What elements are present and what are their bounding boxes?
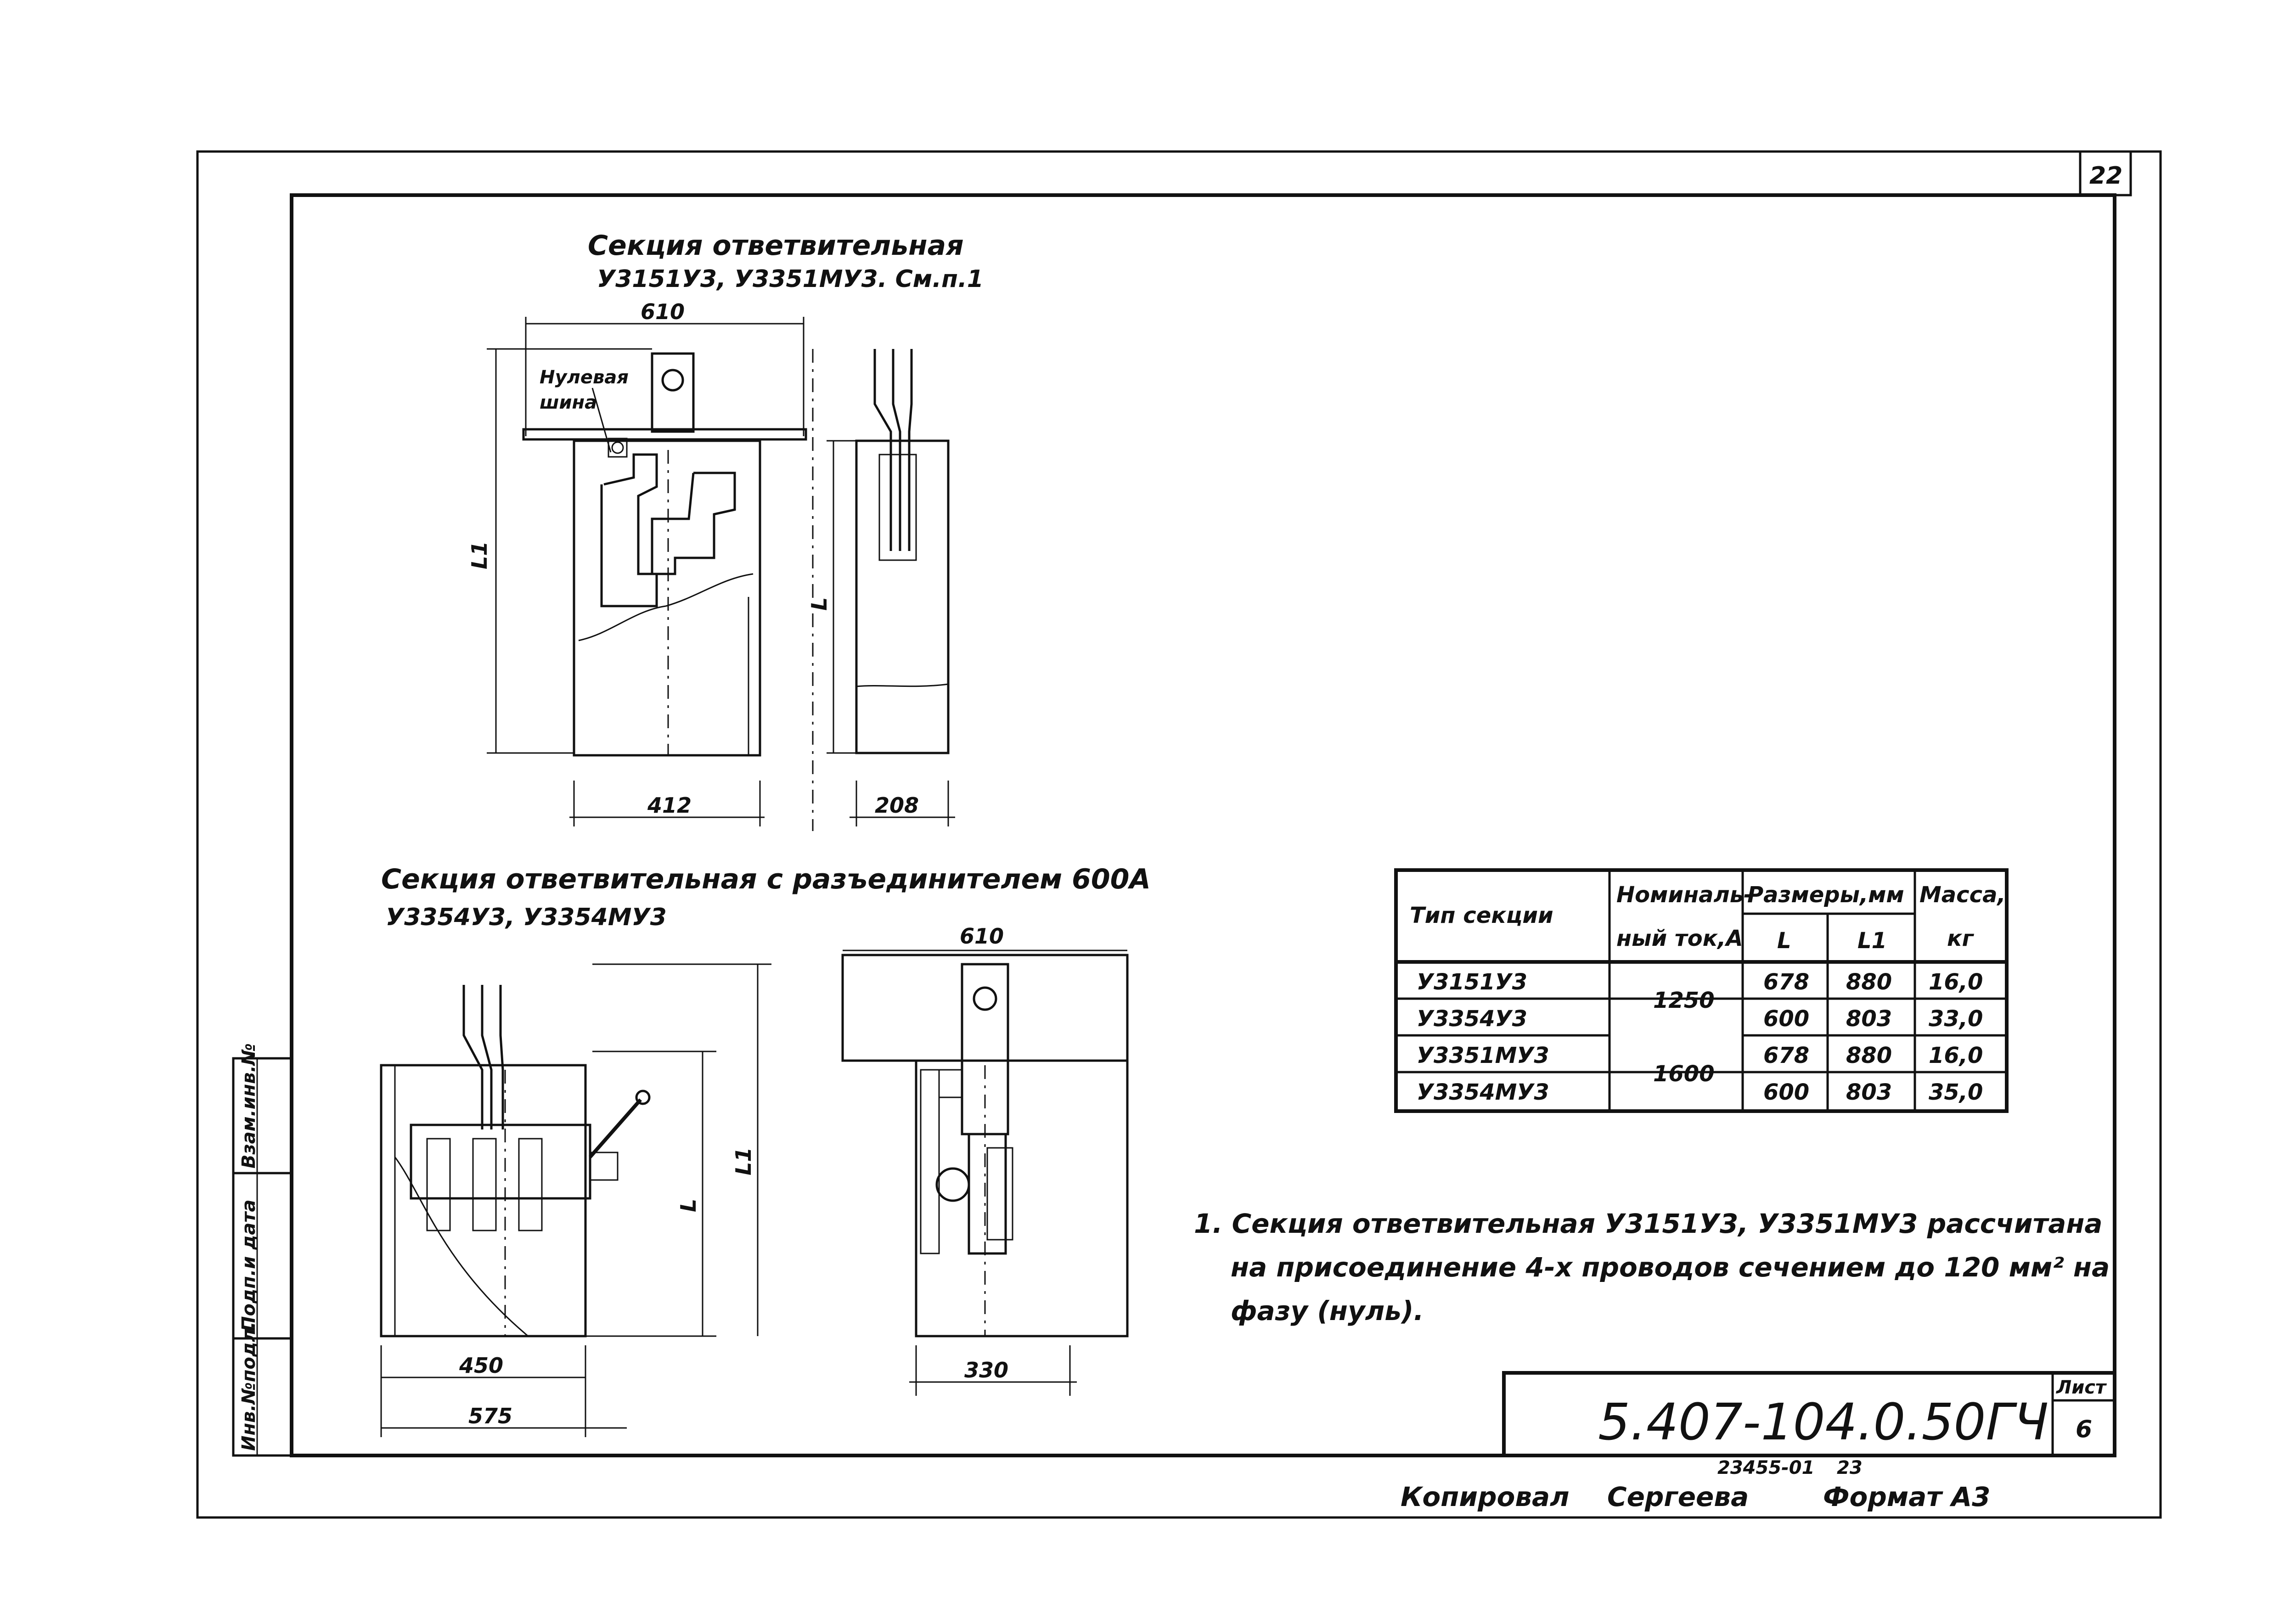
section1-side-view: L 208 <box>807 349 955 831</box>
s2-dim-L1: L1 <box>731 1147 756 1175</box>
table-row-2-type: У3354У3 <box>1417 1006 1527 1032</box>
inner-frame <box>290 193 2116 1457</box>
corner-number: 22 <box>2089 162 2122 190</box>
th-type: Тип секции <box>1410 903 1553 928</box>
sheet-number: 6 <box>2076 1416 2092 1443</box>
table-row-2-mass: 33,0 <box>1929 1006 1983 1032</box>
spec-table: Тип секции Номиналь- ный ток,А Размеры,м… <box>1394 868 2009 1113</box>
table-row-4-L1: 803 <box>1846 1079 1892 1105</box>
table-row-2-L1: 803 <box>1846 1006 1892 1032</box>
table-row-1-L1: 880 <box>1846 969 1892 995</box>
th-mass-1: Масса, <box>1919 882 2006 908</box>
outer-frame <box>196 150 2162 1519</box>
th-mass-2: кг <box>1947 926 1975 951</box>
s2-dim-450: 450 <box>459 1353 503 1378</box>
table-row-4-type: У3354МУ3 <box>1417 1079 1549 1105</box>
table-row-2-L: 600 <box>1763 1006 1809 1032</box>
table-row-3-L1: 880 <box>1846 1043 1892 1068</box>
format-label: Формат А3 <box>1823 1481 1990 1512</box>
s2-dim-575: 575 <box>468 1404 512 1428</box>
corner-number-box <box>2079 150 2132 197</box>
note-line-2: на присоединение 4-х проводов сечением д… <box>1231 1252 2110 1283</box>
table-row-3-mass: 16,0 <box>1929 1043 1983 1068</box>
th-current-2: ный ток,А <box>1616 926 1743 951</box>
s1-dim-208: 208 <box>875 793 919 818</box>
s2-dim-610: 610 <box>960 924 1004 949</box>
stamp-replace-inv: Взам.инв.№ <box>238 1043 259 1169</box>
section1-title: Секция ответвительная <box>588 230 964 262</box>
archive-page: 23 <box>1837 1457 1863 1478</box>
th-L1: L1 <box>1857 928 1887 954</box>
copied-name: Сергеева <box>1607 1481 1749 1512</box>
s1-dim-L: L <box>807 597 832 611</box>
section2-subtitle: У3354У3, У3354МУ3 <box>386 904 667 931</box>
stamp-inv-no: Инв.№подл. <box>238 1321 259 1451</box>
table-current-1250: 1250 <box>1653 988 1715 1013</box>
th-L: L <box>1777 928 1791 954</box>
th-current-1: Номиналь- <box>1616 882 1753 908</box>
section2-front-view: L L1 450 575 <box>380 963 771 1437</box>
copied-label: Копировал <box>1401 1481 1570 1512</box>
stamp-sign-date: Подп.и дата <box>238 1199 259 1332</box>
s2-dim-330: 330 <box>964 1358 1008 1382</box>
th-sizes: Размеры,мм <box>1747 882 1904 908</box>
side-stamp: Инв.№подл. Подп.и дата Взам.инв.№ <box>232 1043 293 1457</box>
section1-subtitle: У3151У3, У3351МУ3. См.п.1 <box>597 265 984 293</box>
table-row-3-type: У3351МУ3 <box>1417 1043 1549 1068</box>
table-row-1-mass: 16,0 <box>1929 969 1983 995</box>
table-row-4-mass: 35,0 <box>1929 1079 1983 1105</box>
drawing-code: 5.407-104.0.50ГЧ <box>1598 1393 2048 1451</box>
table-row-4-L: 600 <box>1763 1079 1809 1105</box>
title-block: 5.407-104.0.50ГЧ Лист 6 <box>1502 1371 2116 1457</box>
table-current-1600: 1600 <box>1653 1061 1715 1087</box>
zero-bus-label-2: шина <box>540 392 597 413</box>
table-row-1-L: 678 <box>1763 969 1809 995</box>
s1-dim-412: 412 <box>647 793 692 818</box>
s1-dim-L1: L1 <box>467 541 492 569</box>
note-line-3: фазу (нуль). <box>1231 1295 1424 1326</box>
s2-dim-L: L <box>676 1199 701 1212</box>
table-row-1-type: У3151У3 <box>1417 969 1527 995</box>
sheet-label: Лист <box>2056 1377 2107 1398</box>
archive-number: 23455-01 <box>1717 1457 1814 1478</box>
table-row-3-L: 678 <box>1763 1043 1809 1068</box>
section2-title: Секция ответвительная с разъединителем 6… <box>381 863 1151 895</box>
zero-bus-label-1: Нулевая <box>540 367 629 388</box>
section1-front-view: 610 Нулевая шина L1 412 <box>467 299 807 826</box>
note-line-1: 1. Секция ответвительная У3151У3, У3351М… <box>1194 1208 2103 1239</box>
s1-dim-610: 610 <box>641 299 685 324</box>
section2-side-view: 610 330 <box>841 924 1129 1396</box>
